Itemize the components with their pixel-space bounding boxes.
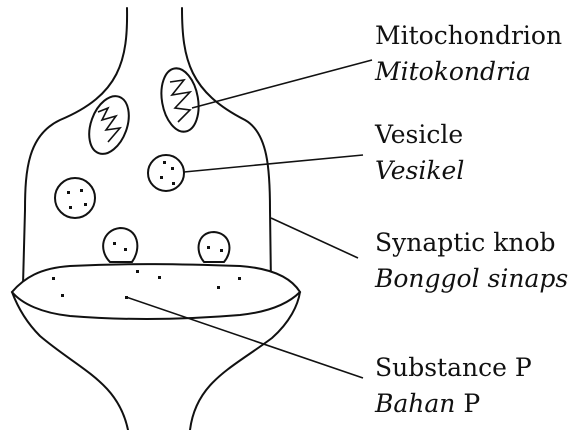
label-substance-p-ms-word: Bahan <box>374 389 455 418</box>
label-mitochondrion-ms: Mitokondria <box>374 57 531 86</box>
mitochondrion-2 <box>157 65 204 134</box>
synaptic-knob-outline <box>23 8 271 285</box>
fusing-vesicle-left <box>103 228 137 262</box>
leader-mitochondrion <box>192 60 372 108</box>
vesicle-2 <box>55 178 95 218</box>
synaptic-cleft-region <box>12 264 300 319</box>
label-vesicle-en: Vesicle <box>374 120 463 149</box>
label-synaptic-knob-ms: Bonggol sinaps <box>374 264 568 293</box>
label-substance-p-en: Substance P <box>375 353 532 382</box>
vesicle-1 <box>148 155 184 191</box>
leader-synaptic-knob <box>271 218 358 258</box>
label-substance-p-ms-letter: P <box>463 389 480 418</box>
mitochondrion-1 <box>82 91 136 160</box>
leader-vesicle <box>184 155 363 172</box>
label-synaptic-knob-en: Synaptic knob <box>375 228 556 257</box>
label-mitochondrion-en: Mitochondrion <box>375 21 562 50</box>
label-vesicle-ms: Vesikel <box>375 156 464 185</box>
label-substance-p-ms: Bahan P <box>374 389 480 418</box>
fusing-vesicle-right <box>199 232 230 262</box>
